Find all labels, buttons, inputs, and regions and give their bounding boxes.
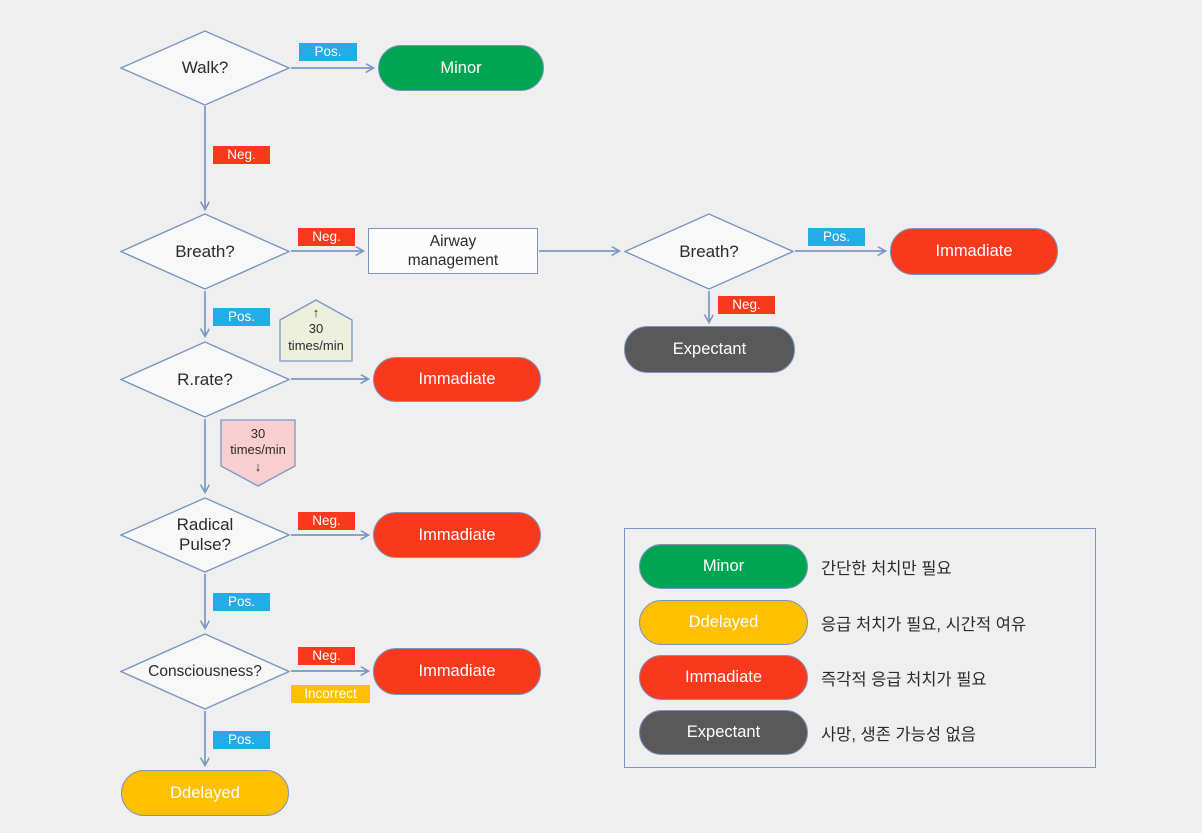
legend-pill-ddelayed: Ddelayed — [639, 600, 808, 645]
outcome-minor-label: Minor — [440, 58, 482, 77]
legend-pill-minor: Minor — [639, 544, 808, 589]
outcome-immadiate-breath2: Immadiate — [890, 228, 1058, 275]
outcome-immadiate-breath2-label: Immadiate — [935, 242, 1013, 260]
decision-breath-2: Breath? — [624, 213, 794, 290]
edge-label-walk-pos: Pos. — [299, 43, 357, 61]
decision-breath-2-label: Breath? — [679, 241, 739, 261]
tag-low-unit: times/min — [230, 442, 286, 458]
tag-low-value: 30 — [250, 426, 266, 441]
outcome-immadiate-rrate-label: Immadiate — [418, 370, 496, 388]
legend-pill-expectant: Expectant — [639, 710, 808, 755]
legend-pill-immadiate: Immadiate — [639, 655, 808, 700]
decision-walk: Walk? — [120, 30, 290, 106]
decision-radial-pulse-label: Radical Pulse? — [177, 515, 234, 554]
edge-label-breath2-neg: Neg. — [718, 296, 775, 314]
legend-desc-ddelayed: 응급 처치가 필요, 시간적 여유 — [821, 615, 1027, 634]
outcome-immadiate-pulse: Immadiate — [373, 512, 541, 558]
tag-rate-below-30: 30 times/min ↓ — [220, 419, 296, 487]
outcome-immadiate-consciousness-label: Immadiate — [418, 662, 496, 680]
legend-minor-label: Minor — [702, 557, 745, 575]
legend-desc-expectant: 사망, 생존 가능성 없음 — [821, 725, 976, 744]
outcome-immadiate-pulse-label: Immadiate — [418, 525, 496, 544]
outcome-ddelayed: Ddelayed — [121, 770, 289, 816]
decision-walk-label: Walk? — [181, 58, 229, 78]
decision-breath-1-label: Breath? — [175, 241, 235, 261]
edge-label-walk-neg: Neg. — [213, 146, 270, 164]
decision-consciousness: Consciousness? — [120, 633, 290, 710]
arrow-up-icon: ↑ — [312, 305, 320, 320]
process-airway-label: Airway management — [408, 232, 498, 271]
legend-expectant-label: Expectant — [686, 723, 761, 741]
decision-rrate-label: R.rate? — [177, 369, 233, 389]
edge-label-pulse-neg: Neg. — [298, 512, 355, 530]
decision-rrate: R.rate? — [120, 341, 290, 418]
decision-radial-pulse: Radical Pulse? — [120, 497, 290, 573]
legend-desc-immadiate: 즉각적 응급 처치가 필요 — [821, 670, 987, 689]
outcome-minor: Minor — [378, 45, 544, 91]
process-airway-management: Airway management — [368, 228, 538, 274]
outcome-immadiate-consciousness: Immadiate — [373, 648, 541, 695]
legend-immadiate-label: Immadiate — [684, 668, 763, 686]
outcome-expectant: Expectant — [624, 326, 795, 373]
tag-high-unit: times/min — [288, 337, 344, 353]
edge-label-breath2-pos: Pos. — [808, 228, 865, 246]
edge-label-breath1-pos: Pos. — [213, 308, 270, 326]
outcome-ddelayed-label: Ddelayed — [170, 783, 240, 802]
edge-label-pulse-pos: Pos. — [213, 593, 270, 611]
airway-line2: management — [407, 252, 499, 269]
edge-label-consciousness-incorrect: Incorrect — [291, 685, 370, 703]
radial-pulse-line2: Pulse? — [179, 535, 231, 554]
outcome-immadiate-rrate: Immadiate — [373, 357, 541, 402]
outcome-expectant-label: Expectant — [672, 340, 747, 358]
legend-box: Minor 간단한 처치만 필요 Ddelayed 응급 처치가 필요, 시간적… — [624, 528, 1096, 768]
tag-high-value: 30 — [308, 321, 324, 337]
edge-label-breath1-neg: Neg. — [298, 228, 355, 246]
airway-line1: Airway — [429, 232, 477, 250]
tag-rate-above-30: ↑ 30 times/min — [279, 299, 353, 362]
edge-label-consciousness-pos: Pos. — [213, 731, 270, 749]
decision-consciousness-label: Consciousness? — [148, 662, 262, 680]
decision-breath-1: Breath? — [120, 213, 290, 290]
edge-label-consciousness-neg: Neg. — [298, 647, 355, 665]
legend-desc-minor: 간단한 처치만 필요 — [821, 559, 952, 578]
legend-ddelayed-label: Ddelayed — [688, 613, 759, 631]
arrow-down-icon: ↓ — [254, 458, 262, 474]
radial-pulse-line1: Radical — [176, 515, 234, 535]
